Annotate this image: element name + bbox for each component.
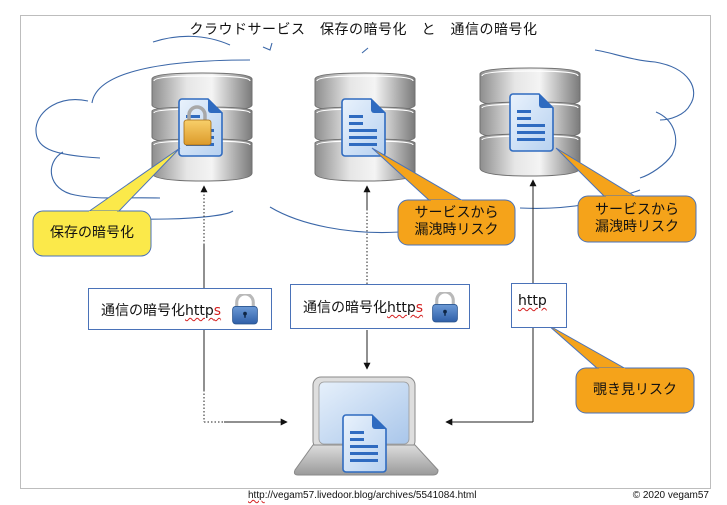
- server-encrypted: [151, 72, 253, 182]
- copyright: © 2020 vegam57: [632, 490, 709, 501]
- laptop-document-icon: [342, 414, 387, 473]
- padlock-icon: [231, 294, 259, 325]
- document-icon: [509, 93, 554, 152]
- callout-storage-encryption: 保存の暗号化: [50, 225, 134, 241]
- callout-leak-risk-1: サービスから 漏洩時リスク: [414, 205, 499, 238]
- callout-leak-risk-2-shape: [555, 147, 697, 243]
- document-lock-icon: [178, 98, 223, 157]
- diagram-frame: [20, 15, 711, 489]
- https-label-left: 通信の暗号化https: [88, 288, 272, 330]
- https-label-middle: 通信の暗号化https: [290, 284, 470, 329]
- source-link[interactable]: http://vegam57.livedoor.blog/archives/55…: [248, 490, 477, 501]
- padlock-icon: [431, 292, 459, 323]
- callout-leak-risk-1-shape: [371, 147, 516, 246]
- laptop-client: [293, 376, 439, 476]
- document-icon: [341, 98, 386, 157]
- callout-leak-risk-2: サービスから 漏洩時リスク: [595, 202, 679, 235]
- callout-peek-risk-shape: [547, 324, 695, 414]
- connection-lines: [200, 179, 537, 426]
- server-http: [479, 67, 581, 177]
- diagram-title: クラウドサービス 保存の暗号化 と 通信の暗号化: [189, 22, 538, 38]
- http-label: http: [511, 283, 567, 328]
- callout-storage-encryption-shape: [32, 147, 181, 257]
- callout-peek-risk: 覗き見リスク: [593, 382, 677, 398]
